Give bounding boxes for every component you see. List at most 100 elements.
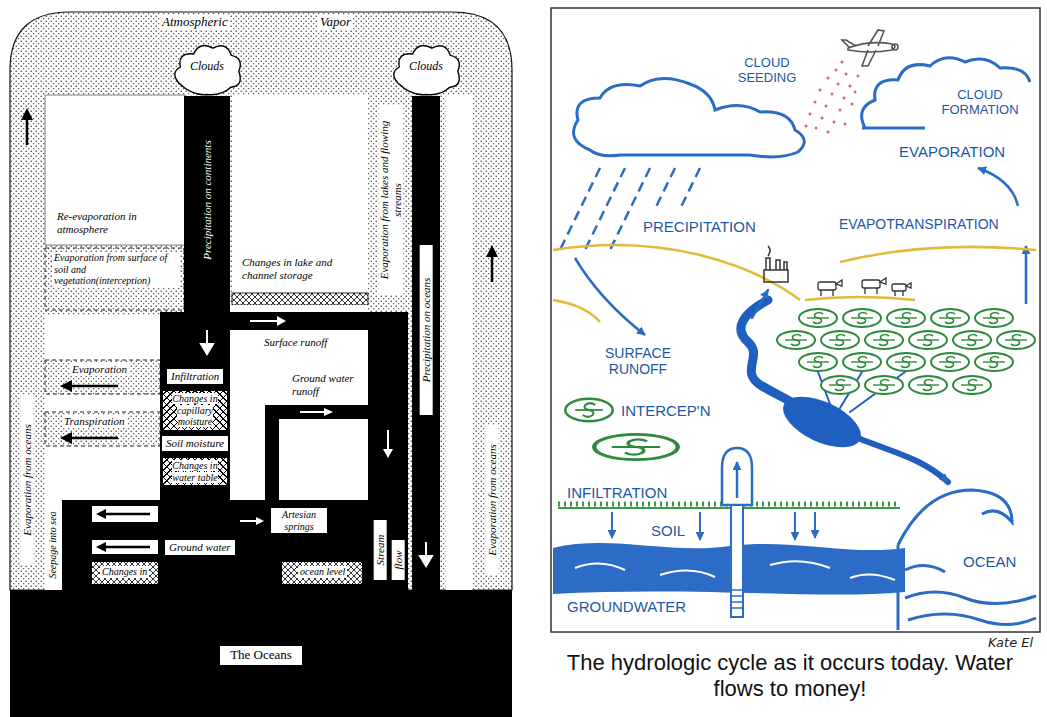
well — [731, 590, 743, 608]
region-label: Atmospheric — [160, 15, 230, 30]
process-box: Artesian springs — [270, 507, 328, 534]
storage-box: Changes in capillary moisture — [162, 390, 228, 431]
cows — [865, 278, 886, 294]
flow-band — [184, 96, 230, 368]
seeding-dots — [821, 117, 824, 120]
lake — [775, 386, 868, 458]
flow-arrow — [491, 255, 494, 282]
money-tree — [565, 309, 1035, 460]
seeding-dots — [851, 103, 854, 106]
groundwater-swirl — [575, 563, 625, 570]
groundwater-swirl — [575, 561, 895, 580]
process-box: Soil moisture — [161, 435, 229, 452]
cows — [821, 280, 842, 296]
factory — [766, 258, 787, 270]
cloud-shape: Clouds — [170, 38, 244, 96]
infiltration-arrow — [699, 512, 701, 540]
flow-arrow — [26, 118, 29, 145]
flow-arrow — [21, 108, 33, 120]
groundwater-fill — [553, 543, 905, 595]
money-tree — [821, 376, 859, 394]
hill-line — [553, 245, 800, 300]
seeding-dots — [841, 61, 844, 64]
cartoon-label: INFILTRATION — [566, 484, 668, 501]
groundwater-runoff-band — [265, 405, 370, 419]
stream-band — [368, 312, 408, 590]
money-tree — [594, 434, 678, 459]
ocean-waves — [905, 592, 1036, 604]
node-text: Ground water — [169, 541, 231, 554]
factory — [764, 270, 788, 282]
flow-label: Evaporation from surface of soil and veg… — [52, 252, 180, 287]
groundwater-swirl — [850, 574, 895, 580]
money-tree — [799, 353, 837, 371]
seeding-dots — [819, 89, 822, 92]
cutout — [92, 540, 158, 554]
money-tree — [799, 309, 837, 327]
dashed-region — [45, 412, 160, 446]
river — [741, 300, 800, 410]
seeding-dots — [833, 121, 836, 124]
process-box: Infiltration — [166, 368, 224, 385]
vapor-arrow — [978, 168, 1026, 304]
storage-label: ocean level — [298, 566, 347, 578]
cows — [862, 280, 880, 288]
well — [736, 462, 739, 498]
money-tree — [975, 309, 1013, 327]
cartoon-label: INTERCEP'N — [620, 402, 712, 419]
cloud-outline — [175, 46, 241, 95]
hill-line — [553, 300, 600, 322]
ocean-waves — [898, 490, 1012, 545]
airplane — [842, 40, 856, 48]
cows — [818, 278, 911, 296]
cutout — [92, 506, 158, 522]
signature: Kate El — [988, 636, 1033, 651]
white-region — [446, 95, 472, 590]
soil-column-band — [160, 312, 230, 502]
storage-label: Changes in — [100, 566, 149, 578]
seeding-dots — [814, 101, 817, 104]
airplane — [892, 44, 898, 50]
infiltration-arrow — [814, 512, 816, 538]
dashed-region — [45, 360, 160, 394]
flow-arrow — [104, 513, 150, 516]
seeding-dots — [854, 91, 857, 94]
node-text: Soil moisture — [166, 437, 224, 450]
seeding-dots — [805, 61, 860, 134]
flow-arrow — [70, 385, 118, 388]
cloud-shape: Clouds — [389, 38, 463, 96]
flow-label: Evaporation from oceans — [21, 395, 34, 565]
grass-line — [558, 504, 900, 508]
money-tree — [865, 376, 903, 394]
cows — [818, 282, 836, 290]
forming-cloud — [862, 58, 1030, 128]
river — [818, 372, 905, 412]
storage-label: Changes in lake and channel storage — [240, 256, 365, 281]
money-tree — [821, 331, 859, 349]
picture-frame — [551, 8, 1040, 632]
hatch-box — [282, 562, 362, 584]
edge-label: Precipitation on continents — [201, 110, 214, 290]
seeding-dots — [825, 105, 828, 108]
rain — [610, 168, 650, 250]
river — [741, 290, 948, 482]
seeding-dots — [809, 113, 812, 116]
rain-cloud — [574, 78, 805, 156]
money-tree — [931, 353, 969, 371]
node-text: Clouds — [190, 60, 224, 74]
flow-label: Evaporation from oceans — [486, 425, 499, 575]
cows — [892, 284, 906, 291]
river — [752, 290, 768, 318]
node-text: Artesian springs — [275, 509, 323, 532]
seeding-dots — [857, 75, 860, 78]
runoff-arrow — [575, 258, 645, 335]
ocean-band: The Oceans — [10, 590, 512, 717]
flow-arrow — [383, 449, 393, 458]
rain — [585, 168, 625, 250]
river — [858, 438, 948, 482]
flow-arrow — [256, 517, 264, 525]
cows — [895, 283, 911, 296]
seeding-dots — [815, 127, 818, 130]
flow-arrow — [96, 509, 106, 519]
